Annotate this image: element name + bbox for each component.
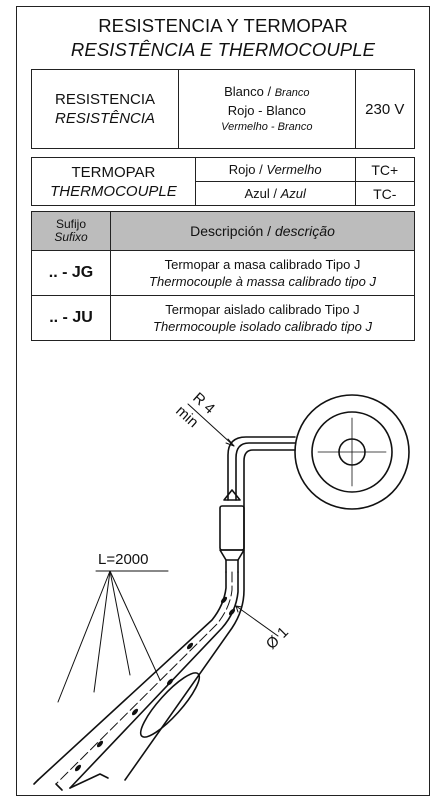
- termopar-name-pt: THERMOCOUPLE: [50, 182, 177, 200]
- wire-2-es: Rojo - Blanco: [227, 102, 306, 118]
- termopar-name-cell: TERMOPAR THERMOCOUPLE: [31, 157, 196, 206]
- wire-1-es: Blanco /: [224, 83, 272, 99]
- cable-edge-1: [37, 571, 227, 781]
- suffix-code-ju: .. - JU: [31, 295, 111, 341]
- wire-end-1: [33, 779, 39, 785]
- wire-end-3: [55, 783, 63, 791]
- resistencia-wires-cell: Blanco / Branco Rojo - Blanco Vermelho -…: [178, 69, 356, 149]
- termopar-pos: TC+: [354, 157, 415, 182]
- suffix-table: Sufijo Sufixo Descripción / descrição ..…: [31, 211, 415, 341]
- wire-2-pt: Vermelho - Branco: [221, 120, 313, 133]
- resistencia-name-pt: RESISTÊNCIA: [55, 110, 156, 127]
- termopar-wire-neg: Azul / Azul: [194, 181, 356, 206]
- voltage: 230 V: [354, 69, 415, 149]
- suffix-desc-jg: Termopar a masa calibrado Tipo J Thermoc…: [110, 250, 415, 296]
- wire-1-pt: Branco: [274, 86, 310, 99]
- suffix-desc-ju: Termopar aislado calibrado Tipo J Thermo…: [110, 295, 415, 341]
- cable-edge-3: [55, 571, 233, 785]
- lead-wire-3: [124, 449, 296, 781]
- wire-1: Blanco / Branco: [179, 83, 354, 102]
- sleeve-bottom: [219, 549, 245, 561]
- lead-wire-1: [227, 436, 296, 501]
- resistencia-table: RESISTENCIA RESISTÊNCIA Blanco / Branco …: [30, 69, 415, 149]
- sleeve-body: [219, 505, 245, 551]
- termopar-table: TERMOPAR THERMOCOUPLE Rojo / Vermelho TC…: [31, 157, 415, 206]
- diameter-leader: [235, 605, 279, 637]
- suffix-header-es: Sufijo: [55, 217, 87, 231]
- wire-end-2: [69, 773, 109, 789]
- coil-outer-circle: [294, 394, 410, 510]
- sub-title: RESISTÊNCIA E THERMOCOUPLE: [70, 39, 376, 60]
- sleeve-top: [223, 489, 241, 501]
- coil-inner-circle: [311, 411, 393, 493]
- lead-wire-2: [235, 442, 296, 501]
- main-title: RESISTENCIA Y TERMOPAR: [98, 15, 348, 36]
- suffix-header-pt: Sufixo: [54, 230, 88, 244]
- termopar-name: TERMOPAR: [71, 163, 156, 181]
- suffix-code-jg: .. - JG: [31, 250, 111, 296]
- spec-sheet-frame: RESISTENCIA Y TERMOPAR RESISTÊNCIA E THE…: [16, 6, 430, 796]
- cable-crimps: [74, 596, 236, 772]
- radius-leader: [187, 403, 235, 447]
- termopar-neg: TC-: [354, 181, 415, 206]
- resistencia-name: RESISTENCIA: [55, 91, 156, 108]
- probe-body: [139, 672, 201, 738]
- length-label: L=2000: [98, 551, 148, 568]
- description-header: Descripción / descrição: [110, 211, 415, 251]
